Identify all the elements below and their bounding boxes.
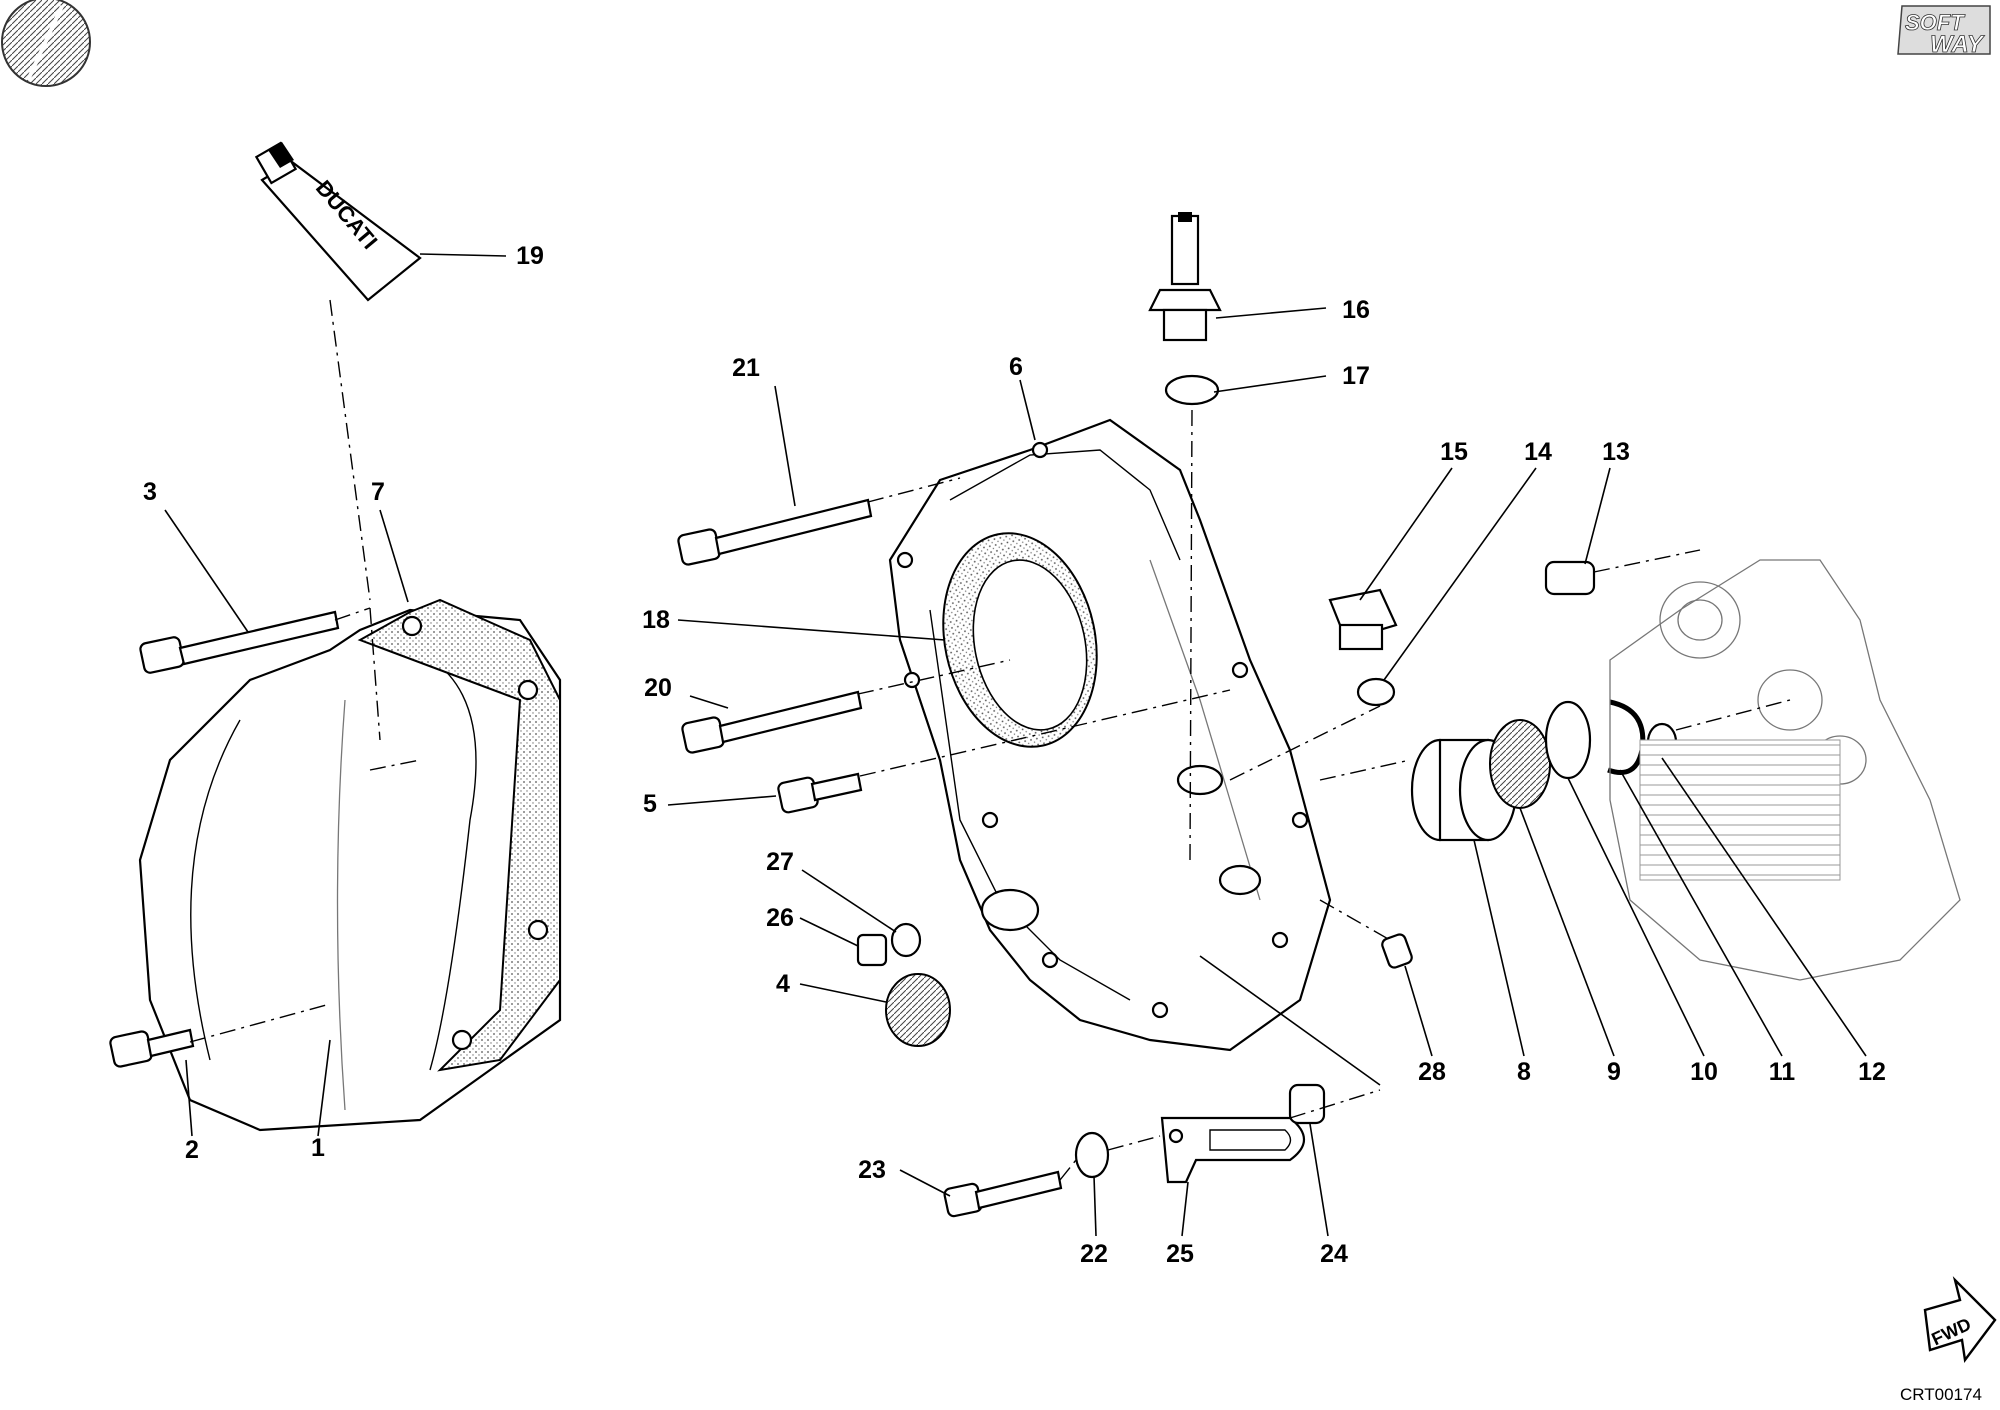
assembly-lines [189,299,1791,1181]
callout-13: 13 [1602,438,1630,466]
o-ring-14 [1356,677,1396,707]
callout-4: 4 [776,970,790,998]
bolt-long-left [139,610,340,674]
callout-21: 21 [732,354,760,382]
bolt-short-left [109,1028,195,1068]
temperature-sensor [1148,212,1222,342]
callout-25: 25 [1166,1240,1194,1268]
dowel-28 [1381,933,1413,969]
washer-22 [1074,1131,1110,1179]
callout-26: 26 [766,904,794,932]
plug-26 [856,933,888,967]
sealant-tube: DUCATI [254,141,422,302]
round-badge-icon [1,0,91,87]
seal-9 [1489,719,1551,809]
large-seal [942,532,1098,748]
washer-10 [1544,700,1592,780]
drawing-code: CRT00174 [1900,1385,1982,1404]
callout-12: 12 [1858,1058,1886,1086]
bushing-8 [1410,738,1518,842]
callout-10: 10 [1690,1058,1718,1086]
dowel-13 [1544,560,1596,596]
crankcase-outline [1609,559,1961,981]
callout-6: 6 [1009,353,1023,381]
circlip-11 [1607,699,1646,775]
logo-line2: WAY [1930,31,1985,58]
sensor-washer [1164,374,1220,406]
oil-seal-4 [885,973,951,1047]
callout-1: 1 [311,1134,325,1162]
callout-22: 22 [1080,1240,1108,1268]
callout-15: 15 [1440,438,1468,466]
callout-7: 7 [371,478,385,506]
main-housing [888,418,1332,1052]
leader-lines [164,253,1867,1237]
softway-logo: SOFT WAY [1897,5,1991,58]
callout-17: 17 [1342,362,1370,390]
callout-23: 23 [858,1156,886,1184]
callout-8: 8 [1517,1058,1531,1086]
washer-27 [890,922,922,958]
callout-14: 14 [1524,438,1552,466]
callout-11: 11 [1769,1058,1796,1086]
callout-18: 18 [642,606,670,634]
callout-28: 28 [1418,1058,1446,1086]
bolt-5 [777,772,863,814]
fwd-arrow-icon: FWD [1923,1276,1997,1364]
callout-5: 5 [643,790,657,818]
callout-24: 24 [1320,1240,1348,1268]
bolt-23 [943,1170,1063,1218]
plug-15 [1328,588,1398,651]
callout-19: 19 [516,242,544,270]
spacer-24 [1288,1083,1326,1125]
bracket-25 [1160,1116,1306,1184]
callout-3: 3 [143,478,157,506]
callout-2: 2 [185,1136,199,1164]
cover-gasket [357,598,561,1072]
callout-labels: 1 2 3 4 5 6 7 8 9 10 11 12 13 14 15 16 1… [143,242,1886,1268]
callout-9: 9 [1607,1058,1621,1086]
callout-16: 16 [1342,296,1370,324]
callout-27: 27 [766,848,794,876]
callout-20: 20 [644,674,672,702]
bolt-20 [681,690,863,754]
logo-line1: SOFT [1905,10,1965,35]
bolt-21 [677,498,873,566]
